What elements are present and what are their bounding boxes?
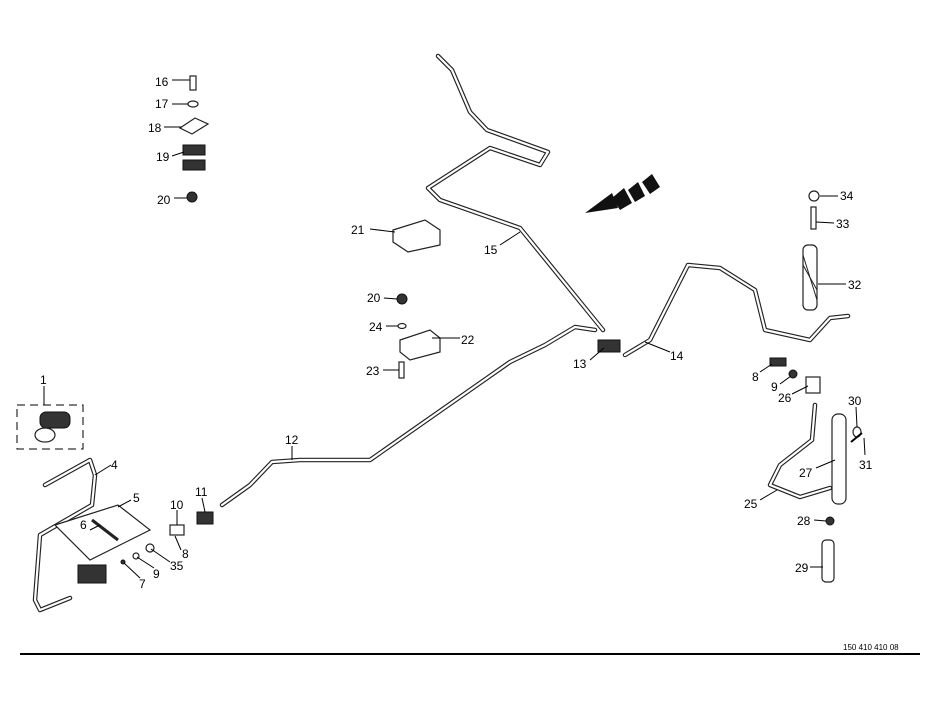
callout: 32 xyxy=(848,278,862,292)
pipe-12 xyxy=(219,324,598,508)
hose-4 xyxy=(32,457,98,613)
spring-32 xyxy=(802,244,818,311)
callout: 35 xyxy=(170,559,184,573)
plate-5 xyxy=(53,504,152,561)
callout: 9 xyxy=(153,567,160,581)
callout: 15 xyxy=(484,243,498,257)
part-1 xyxy=(34,411,71,443)
callout: 6 xyxy=(80,518,87,532)
callout: 18 xyxy=(148,121,162,135)
callout: 5 xyxy=(133,491,140,505)
bracket-21 xyxy=(392,219,441,253)
clamp-stack xyxy=(178,75,408,379)
bracket-22 xyxy=(399,329,441,361)
callouts: 1 4 5 6 7 9 35 8 10 11 12 13 14 15 16 17… xyxy=(40,75,873,591)
callout: 1 xyxy=(40,373,47,387)
tube-27 xyxy=(831,413,847,505)
callout: 10 xyxy=(170,498,184,512)
callout: 30 xyxy=(848,394,862,408)
fittings xyxy=(120,190,863,583)
part-1-frame xyxy=(16,404,84,450)
direction-arrow-icon xyxy=(585,174,660,213)
callout: 8 xyxy=(752,370,759,384)
lever-6 xyxy=(91,518,119,542)
callout: 29 xyxy=(795,561,809,575)
pipe-15 xyxy=(425,53,606,333)
drawing-number: 150 410 410 08 xyxy=(843,643,899,652)
callout: 8 xyxy=(182,547,189,561)
hose-25 xyxy=(767,402,833,500)
callout: 12 xyxy=(285,433,299,447)
callout: 24 xyxy=(369,320,383,334)
callout: 20 xyxy=(157,193,171,207)
callout: 22 xyxy=(461,333,475,347)
pipe-14 xyxy=(622,262,851,358)
callout: 16 xyxy=(155,75,169,89)
callout: 25 xyxy=(744,497,758,511)
callout: 17 xyxy=(155,97,169,111)
callout: 19 xyxy=(156,150,170,164)
valve-block xyxy=(77,564,107,584)
callout: 21 xyxy=(351,223,365,237)
callout: 7 xyxy=(139,577,146,591)
callout: 4 xyxy=(111,458,118,472)
leader-lines xyxy=(43,79,866,579)
callout: 33 xyxy=(836,217,850,231)
callout: 27 xyxy=(799,466,813,480)
callout: 28 xyxy=(797,514,811,528)
bottom-rule xyxy=(20,653,920,655)
callout: 26 xyxy=(778,391,792,405)
callout: 14 xyxy=(670,349,684,363)
callout: 11 xyxy=(195,485,208,499)
callout: 13 xyxy=(573,357,587,371)
callout: 23 xyxy=(366,364,380,378)
callout: 31 xyxy=(859,458,873,472)
callout: 34 xyxy=(840,189,854,203)
callout: 9 xyxy=(771,380,778,394)
callout: 20 xyxy=(367,291,381,305)
